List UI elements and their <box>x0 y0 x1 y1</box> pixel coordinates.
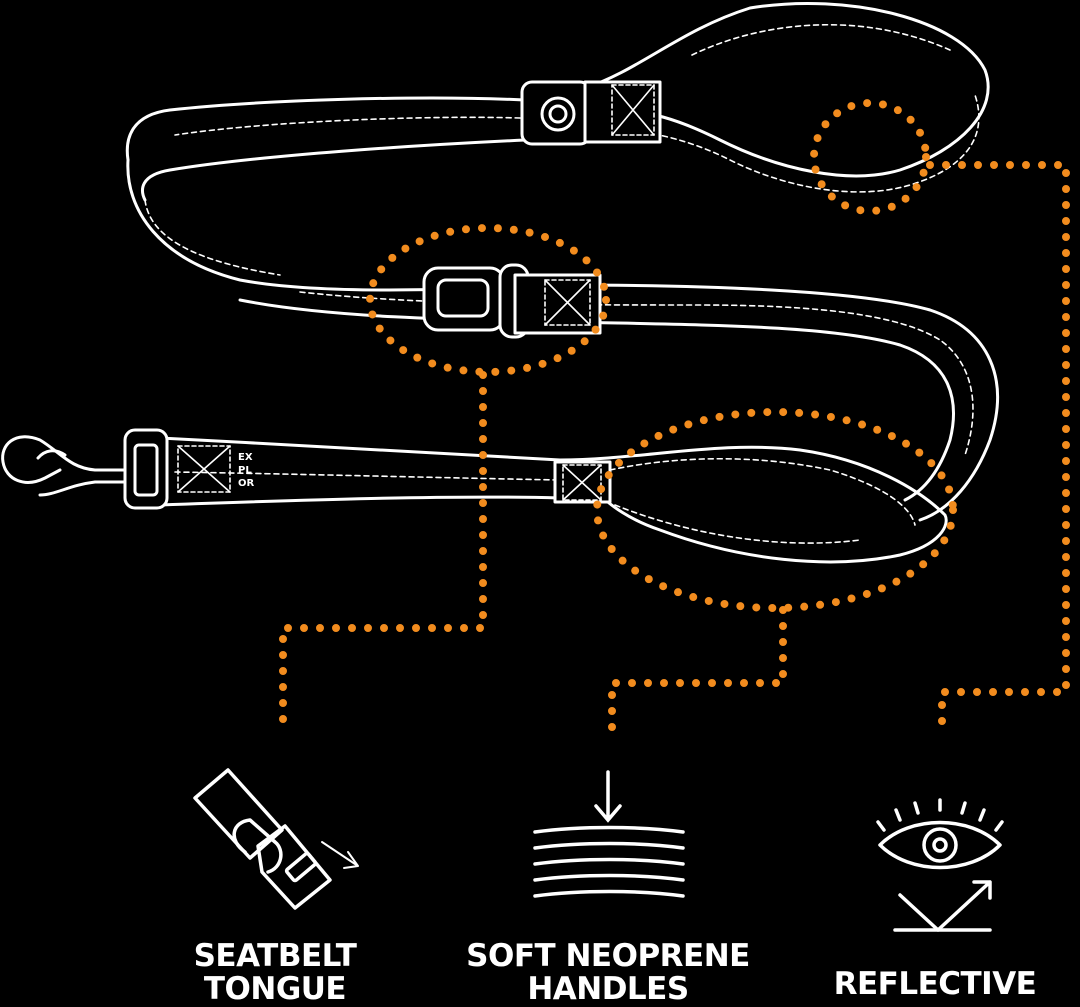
seatbelt-label-line-2: TONGUE <box>203 971 347 1007</box>
middle-buckle <box>422 263 602 339</box>
neoprene-handles-label: SOFT NEOPRENE HANDLES <box>458 940 758 1006</box>
neoprene-padding-icon <box>533 770 685 898</box>
reflective-callout-circle <box>810 99 930 215</box>
seatbelt-connector-line <box>279 371 487 734</box>
neoprene-connector-line <box>608 606 787 739</box>
upper-strap <box>125 96 527 202</box>
buckle-callout-circle <box>366 224 610 376</box>
seatbelt-label-line-1: SEATBELT <box>193 938 357 974</box>
brand-line-1: EX <box>238 452 253 463</box>
neoprene-label-line-2: HANDLES <box>527 971 689 1007</box>
reflective-label-line-1: REFLECTIVE <box>833 966 1037 1002</box>
lower-strap <box>158 436 948 564</box>
reflective-label: REFLECTIVE <box>820 968 1050 1001</box>
neoprene-label-line-1: SOFT NEOPRENE <box>466 938 750 974</box>
brand-mark: EX PL OR <box>238 452 255 489</box>
reflective-eye-icon <box>876 798 1004 932</box>
snap-hook <box>1 428 169 510</box>
reflective-connector-line <box>926 161 1070 739</box>
brand-line-2: PL <box>238 465 252 476</box>
handle-callout-circle <box>593 408 957 612</box>
top-o-ring <box>520 80 662 146</box>
seatbelt-tongue-label: SEATBELT TONGUE <box>164 940 386 1006</box>
top-handle-loop <box>583 2 990 193</box>
seatbelt-tongue-icon <box>193 768 359 910</box>
brand-line-3: OR <box>238 478 255 489</box>
leash-drawing <box>1 2 999 564</box>
callouts <box>279 99 1070 739</box>
